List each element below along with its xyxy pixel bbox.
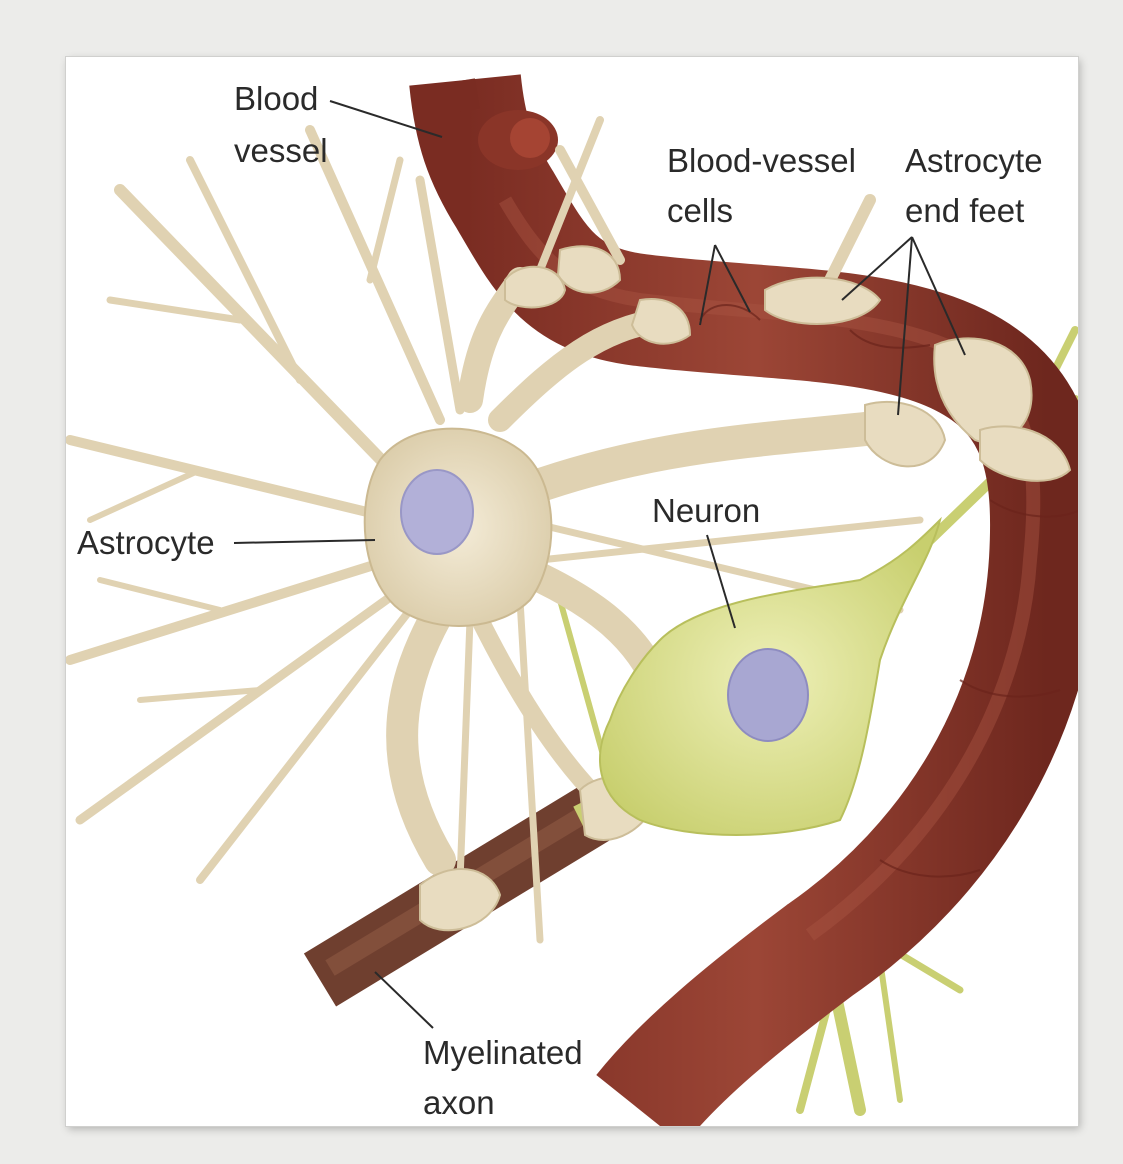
label-myelinated-axon-line1: Myelinated	[423, 1034, 583, 1071]
label-blood-vessel-line1: Blood	[234, 80, 318, 117]
label-neuron: Neuron	[652, 492, 760, 529]
label-astrocyte-end-feet-line2: end feet	[905, 192, 1024, 229]
label-astrocyte-end-feet-line1: Astrocyte	[905, 142, 1043, 179]
label-blood-vessel-cells-line2: cells	[667, 192, 733, 229]
label-astrocyte: Astrocyte	[77, 524, 215, 561]
label-blood-vessel-cells-line1: Blood-vessel	[667, 142, 856, 179]
diagram-frame: Blood vessel Blood-vessel cells Astrocyt…	[66, 57, 1078, 1126]
label-blood-vessel-line2: vessel	[234, 132, 328, 169]
astrocyte	[365, 429, 552, 626]
neuron	[600, 520, 940, 835]
label-myelinated-axon-line2: axon	[423, 1084, 495, 1121]
neuron-nucleus	[728, 649, 808, 741]
astrocyte-nucleus	[401, 470, 473, 554]
astrocyte-diagram: Blood vessel Blood-vessel cells Astrocyt…	[66, 57, 1078, 1126]
